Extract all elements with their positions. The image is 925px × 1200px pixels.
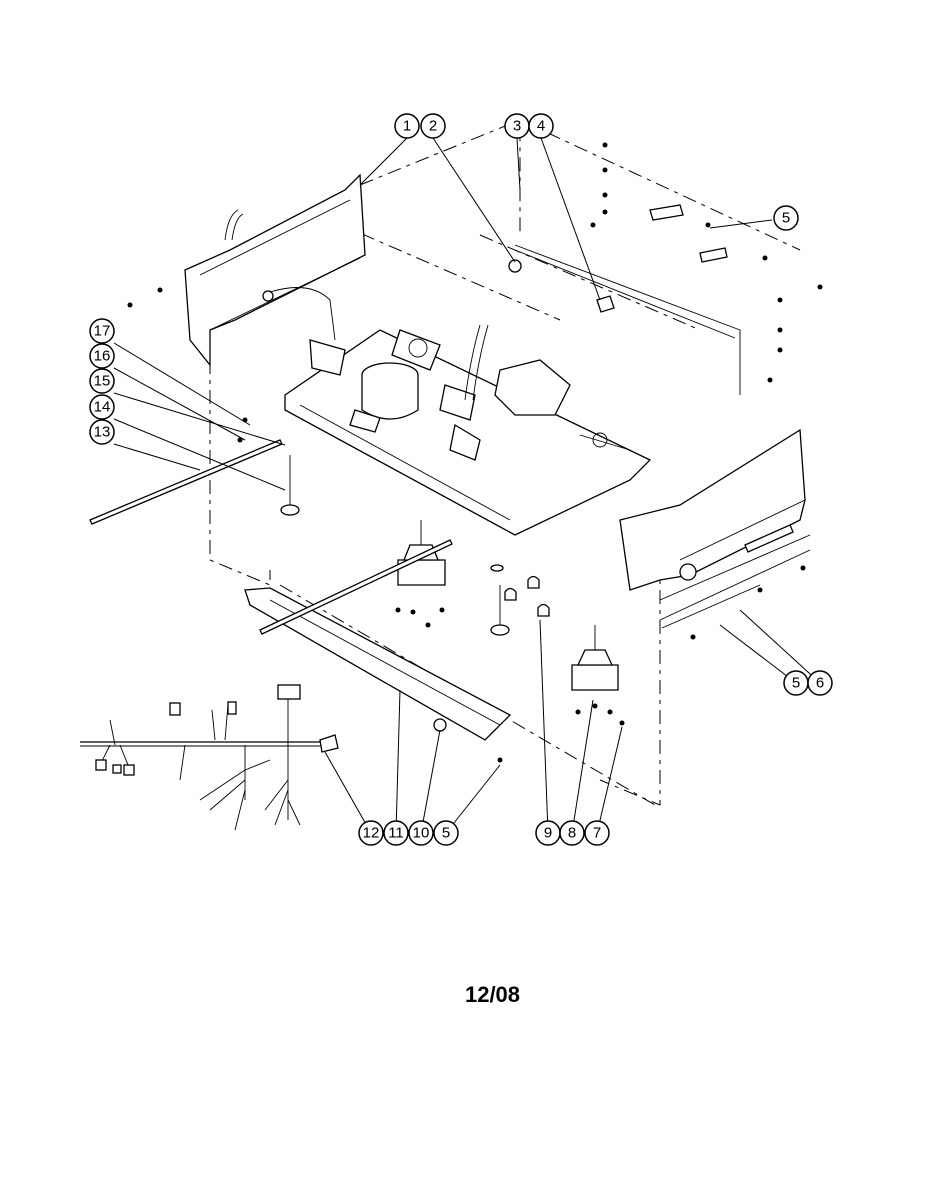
callout-5-top: 5 (773, 205, 799, 231)
callout-9-label: 9 (544, 825, 552, 842)
front-cover (244, 587, 512, 741)
callout-5-bottom-label: 5 (442, 825, 450, 842)
callout-5-bottom: 5 (433, 820, 459, 846)
callout-6-label: 6 (816, 675, 824, 692)
callout-3: 3 (504, 113, 530, 139)
base-plate-assembly (284, 324, 652, 536)
callout-4: 4 (528, 113, 554, 139)
callout-17: 17 (89, 318, 115, 344)
callout-5-right-label: 5 (792, 675, 800, 692)
callout-7: 7 (584, 820, 610, 846)
callout-2: 2 (420, 113, 446, 139)
callout-16-label: 16 (94, 348, 111, 365)
callout-15: 15 (89, 368, 115, 394)
callout-8: 8 (559, 820, 585, 846)
callout-12-label: 12 (363, 825, 380, 842)
callout-4-label: 4 (537, 118, 545, 135)
callout-1: 1 (394, 113, 420, 139)
callout-7-label: 7 (593, 825, 601, 842)
screws (127, 142, 823, 763)
callout-5-right: 5 (783, 670, 809, 696)
callout-10: 10 (408, 820, 434, 846)
callout-15-label: 15 (94, 373, 111, 390)
callout-8-label: 8 (568, 825, 576, 842)
callout-11-label: 11 (388, 825, 404, 842)
callout-16: 16 (89, 343, 115, 369)
callout-11: 11 (383, 820, 409, 846)
callout-14: 14 (89, 394, 115, 420)
wire-harness (80, 684, 339, 831)
rods (89, 439, 453, 635)
callout-13: 13 (89, 419, 115, 445)
callout-1-label: 1 (403, 118, 411, 135)
callout-17-label: 17 (94, 323, 111, 340)
right-side-bracket (619, 428, 811, 629)
left-side-bracket (184, 173, 366, 367)
callout-5-top-label: 5 (782, 210, 790, 227)
callout-3-label: 3 (513, 118, 521, 135)
callout-6: 6 (807, 670, 833, 696)
callout-2-label: 2 (429, 118, 437, 135)
mounting-feet (280, 455, 619, 691)
revision-date: 12/08 (464, 982, 521, 1007)
callout-10-label: 10 (413, 825, 430, 842)
callout-12: 12 (358, 820, 384, 846)
callout-9: 9 (535, 820, 561, 846)
leader-lines (113, 137, 821, 834)
callout-14-label: 14 (94, 399, 111, 416)
callout-13-label: 13 (94, 424, 111, 441)
